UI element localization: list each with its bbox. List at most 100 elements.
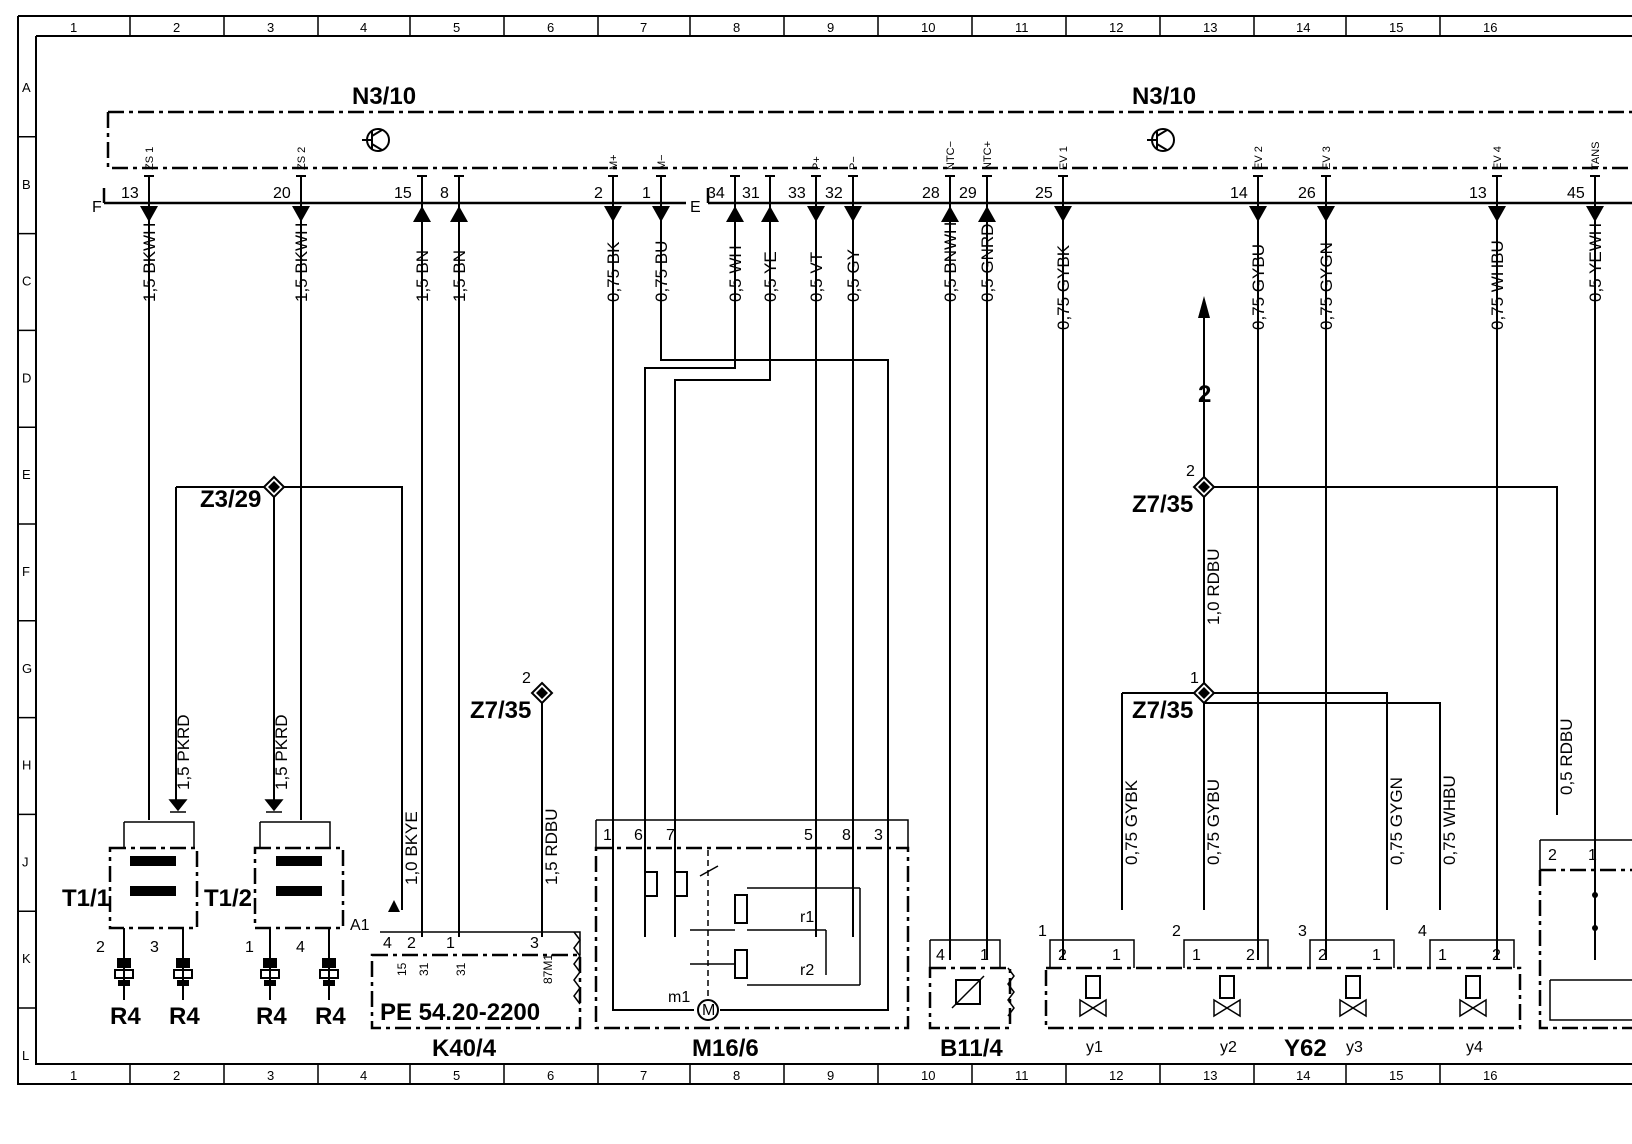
y62-label: Y62 bbox=[1284, 1035, 1327, 1062]
k40-sub-1: 31 bbox=[417, 962, 431, 976]
module-pin-signal: P+ bbox=[811, 156, 823, 170]
module-pin-3: 81,5 BN bbox=[440, 175, 469, 302]
grid-col-bottom-11: 11 bbox=[1015, 1068, 1029, 1083]
r2-label: r2 bbox=[800, 962, 814, 979]
module-pin-number: 15 bbox=[394, 185, 412, 202]
grid-col-bottom-15: 15 bbox=[1389, 1068, 1403, 1083]
module-pin-signal: EV 1 bbox=[1058, 146, 1070, 170]
grid-col-bottom-5: 5 bbox=[453, 1068, 460, 1083]
transistor-symbol-right bbox=[1147, 128, 1175, 152]
spark-plug-r4-label: R4 bbox=[110, 1003, 141, 1030]
module-pin-4: 2M+0,75 BK bbox=[594, 154, 623, 302]
spark-plug-r4-2: R4 bbox=[256, 958, 287, 1030]
grid-col-top-7: 7 bbox=[640, 20, 647, 35]
grid-col-top-16: 16 bbox=[1483, 20, 1497, 35]
module-pin-number: 26 bbox=[1298, 185, 1316, 202]
module-pin-number: 13 bbox=[121, 185, 139, 202]
module-pin-signal: M− bbox=[656, 154, 668, 170]
valve-number: 3 bbox=[1298, 923, 1307, 940]
grid-col-top-14: 14 bbox=[1296, 20, 1310, 35]
wire-labels: 1,5 PKRD 1,5 PKRD 1,0 BKYE 1,5 RDBU 1,0 … bbox=[174, 548, 1576, 885]
valve-label: y3 bbox=[1346, 1039, 1363, 1056]
module-pin-number: 20 bbox=[273, 185, 291, 202]
reference-arrow-label: 2 bbox=[1198, 381, 1211, 408]
grid-col-bottom-1: 1 bbox=[70, 1068, 77, 1083]
module-pin-signal: EV 3 bbox=[1321, 146, 1333, 170]
splice-z7-35-mid: 1 Z7/35 bbox=[1132, 670, 1216, 724]
module-pin-number: 2 bbox=[594, 185, 603, 202]
k40-sub-2: 31 bbox=[454, 962, 468, 976]
splices: Z3/29 2 Z7/35 2 Z7/35 2 1 Z7/35 bbox=[200, 381, 1216, 724]
valve-pin-a: 2 bbox=[1058, 947, 1067, 964]
a1-label: A1 bbox=[350, 917, 370, 934]
b11-pin-0: 4 bbox=[936, 947, 945, 964]
reference-arrow-icon bbox=[1198, 296, 1210, 318]
wire-label-pkrd-1: 1,5 PKRD bbox=[174, 714, 193, 790]
valve-label: y4 bbox=[1466, 1039, 1483, 1056]
grid-row-D: D bbox=[22, 370, 31, 385]
splice-z7-35-top-pin: 2 bbox=[1186, 463, 1195, 480]
right-pin-1: 1 bbox=[1588, 847, 1597, 864]
m16-6-label: M16/6 bbox=[692, 1035, 759, 1062]
m16-pin-1: 6 bbox=[634, 827, 643, 844]
spark-plug-r4-label: R4 bbox=[256, 1003, 287, 1030]
splice-z7-35-top-label: Z7/35 bbox=[1132, 491, 1193, 518]
t1-2-label: T1/2 bbox=[204, 885, 252, 912]
k40-pin-0: 4 bbox=[383, 935, 392, 952]
valve-number: 1 bbox=[1038, 923, 1047, 940]
grid-row-F: F bbox=[22, 564, 30, 579]
grid-row-H: H bbox=[22, 758, 31, 773]
valve-pin-b: 2 bbox=[1492, 947, 1501, 964]
m16-pin-3: 5 bbox=[804, 827, 813, 844]
t1-2-pin-b: 4 bbox=[296, 939, 305, 956]
module-pin-number: 25 bbox=[1035, 185, 1053, 202]
grid-col-top-4: 4 bbox=[360, 20, 367, 35]
grid-col-bottom-10: 10 bbox=[921, 1068, 935, 1083]
grid-row-C: C bbox=[22, 274, 31, 289]
wire-label-pkrd-2: 1,5 PKRD bbox=[272, 714, 291, 790]
k40-pin-2: 1 bbox=[446, 935, 455, 952]
valve-label: y2 bbox=[1220, 1039, 1237, 1056]
wire-label-y4: 0,75 WHBU bbox=[1440, 775, 1459, 865]
m16-pin-5: 3 bbox=[874, 827, 883, 844]
grid-row-K: K bbox=[22, 951, 31, 966]
grid-row-G: G bbox=[22, 661, 32, 676]
module-pin-number: 1 bbox=[642, 185, 651, 202]
grid-col-bottom-8: 8 bbox=[733, 1068, 740, 1083]
module-pin-signal: ZS 2 bbox=[296, 147, 308, 170]
sensor-b11-4: 4 1 B11/4 bbox=[928, 939, 1015, 1062]
grid-col-top-15: 15 bbox=[1389, 20, 1403, 35]
grid-col-top-10: 10 bbox=[921, 20, 935, 35]
ignition-coil-t1-1: T1/1 2 3 bbox=[62, 799, 199, 1000]
relay-k40-4: A1 4 2 1 3 15 31 31 87M1 PE 54.20-2200 K… bbox=[350, 900, 582, 1062]
spark-plug-r4-1: R4 bbox=[169, 958, 200, 1030]
valve-number: 4 bbox=[1418, 923, 1427, 940]
m1-label: m1 bbox=[668, 989, 690, 1006]
grid-row-J: J bbox=[22, 854, 29, 869]
valve-pin-b: 1 bbox=[1112, 947, 1121, 964]
module-pin-7: 310,5 YE bbox=[742, 175, 780, 302]
t1-1-label: T1/1 bbox=[62, 885, 110, 912]
splice-z7-35-mid-label: Z7/35 bbox=[1132, 697, 1193, 724]
grid-row-A: A bbox=[22, 80, 31, 95]
k40-sub-0: 15 bbox=[395, 962, 409, 976]
grid-col-bottom-9: 9 bbox=[827, 1068, 834, 1083]
k40-pin-1: 2 bbox=[407, 935, 416, 952]
module-pin-number: 8 bbox=[440, 185, 449, 202]
module-pin-number: 29 bbox=[959, 185, 977, 202]
splice-z3-29-label: Z3/29 bbox=[200, 486, 261, 513]
svg-text:M: M bbox=[702, 1002, 715, 1019]
grid-row-E: E bbox=[22, 467, 31, 482]
wire-label-rdbu-right: 0,5 RDBU bbox=[1557, 718, 1576, 795]
grid-col-bottom-13: 13 bbox=[1203, 1068, 1217, 1083]
